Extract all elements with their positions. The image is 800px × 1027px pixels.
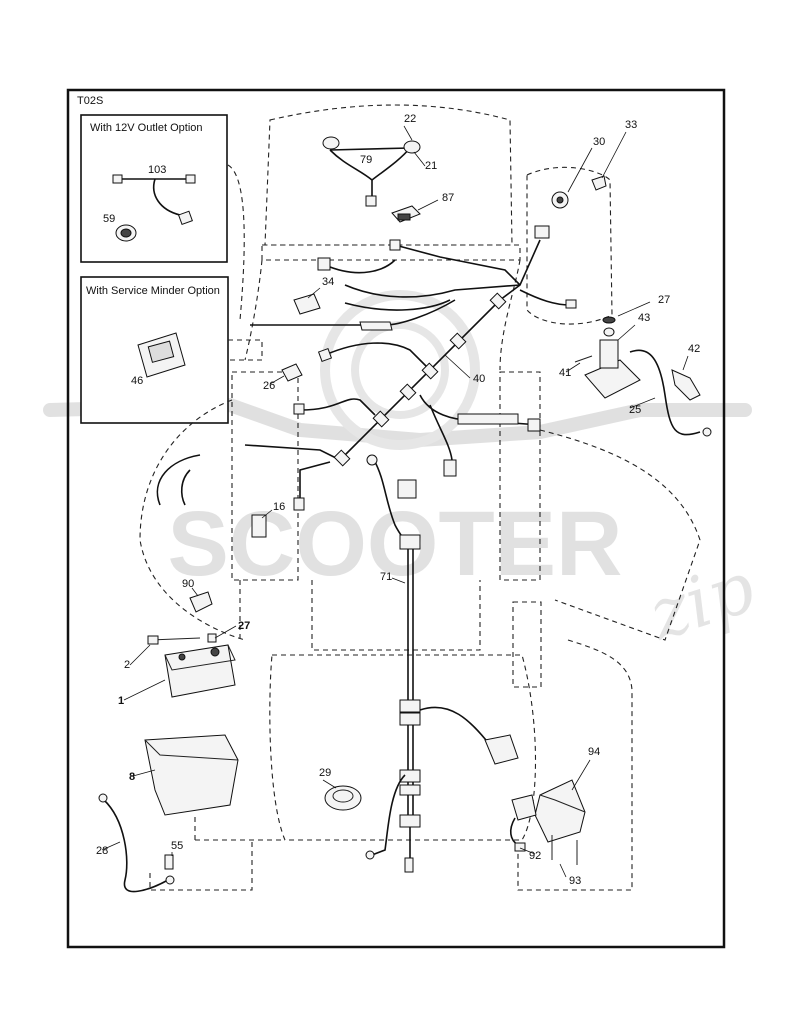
battery-icon (164, 644, 236, 698)
part-label-l1: 1 (118, 695, 124, 707)
switch-16 (251, 509, 273, 538)
part-label-l43: 43 (638, 312, 650, 324)
part-label-l25: 25 (629, 404, 641, 416)
part-label-l27b: 27 (238, 620, 250, 632)
part-label-l8: 8 (129, 771, 135, 783)
inset-12v-title: With 12V Outlet Option (90, 122, 203, 134)
battery-cable-28 (98, 793, 175, 893)
part-label-l46: 46 (131, 375, 143, 387)
inset-service-title: With Service Minder Option (86, 285, 220, 297)
part-label-l29: 29 (319, 767, 331, 779)
starter-solenoid (565, 301, 712, 437)
part-label-l21: 21 (425, 160, 437, 172)
sheet-code: T02S (77, 95, 103, 107)
tractor-outline (139, 104, 701, 891)
part-label-l27a: 27 (658, 294, 670, 306)
part-label-l22: 22 (404, 113, 416, 125)
part-label-l55: 55 (171, 840, 183, 852)
inset-12v-outlet: With 12V Outlet Option (80, 114, 228, 263)
seat-switch (322, 779, 362, 811)
watermark-text: SCOOTER (168, 493, 623, 595)
ignition-switch (534, 131, 627, 239)
part-label-l2: 2 (124, 659, 130, 671)
watermark-script: zip (639, 546, 764, 656)
ignition-key-icon (591, 175, 607, 191)
part-label-l71: 71 (380, 571, 392, 583)
toggle-switch-icon (293, 293, 321, 315)
headlight-right-icon (403, 140, 421, 154)
part-label-l94: 94 (588, 746, 600, 758)
part-label-l40: 40 (473, 373, 485, 385)
main-harness (156, 239, 577, 511)
part-label-l41: 41 (559, 367, 571, 379)
connector-icon (177, 210, 193, 226)
part-label-l87: 87 (442, 192, 454, 204)
part-label-l92: 92 (529, 850, 541, 862)
inset-service-minder: With Service Minder Option (80, 276, 229, 424)
part-90 (189, 587, 213, 613)
fuse-26 (269, 363, 303, 385)
part-label-l30: 30 (593, 136, 605, 148)
watermark: SCOOTER zip (43, 290, 764, 656)
switch-34 (293, 287, 321, 315)
headlight-left-icon (322, 136, 340, 150)
part-label-l34: 34 (322, 276, 334, 288)
part-label-l59: 59 (103, 213, 115, 225)
part-label-l16: 16 (273, 501, 285, 513)
terminal-boot-icon (671, 369, 701, 401)
relay-87 (391, 199, 439, 223)
harness-71 (365, 454, 519, 873)
part-label-l26: 26 (263, 380, 275, 392)
battery-tray (132, 734, 239, 816)
part-label-l79: 79 (360, 154, 372, 166)
part-label-l42: 42 (688, 343, 700, 355)
part-label-l28: 28 (96, 845, 108, 857)
sheet-frame (66, 88, 726, 949)
headlight-assembly (322, 125, 426, 207)
module-94 (509, 759, 591, 878)
part-label-l103: 103 (148, 164, 166, 176)
part-label-l33: 33 (625, 119, 637, 131)
part-label-l90: 90 (182, 578, 194, 590)
battery (123, 625, 237, 701)
part-label-l93: 93 (569, 875, 581, 887)
